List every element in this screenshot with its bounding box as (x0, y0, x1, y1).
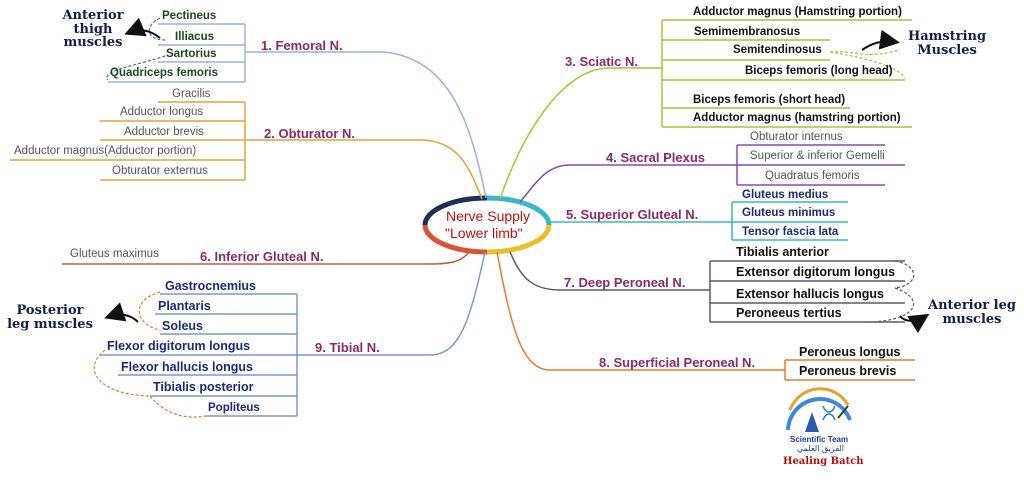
muscle-quadriceps-femoris: Quadriceps femoris (110, 67, 219, 79)
nerve-obturator: 2. Obturator N. (264, 126, 356, 141)
group-anterior-leg: Anterior leg muscles (928, 298, 1016, 327)
muscle-biceps-femoris-long: Biceps femoris (long head) (745, 65, 893, 77)
nerve-sacral-plexus: 4. Sacral Plexus (606, 150, 706, 165)
logo-team-text: Scientific Team (790, 435, 849, 444)
muscle-semitendinosus: Semitendinosus (733, 44, 822, 56)
branch-obturator (10, 101, 483, 200)
muscle-illiacus: Illiacus (175, 31, 214, 43)
muscle-biceps-femoris-short: Biceps femoris (short head) (693, 94, 846, 106)
nerve-tibial: 9. Tibial N. (315, 340, 380, 355)
muscle-gracilis: Gracilis (172, 88, 211, 100)
muscle-flexor-hallucis-longus: Flexor hallucis longus (121, 360, 253, 374)
center-title-line2: "Lower limb" (445, 225, 523, 241)
nerve-femoral: 1. Femoral N. (261, 38, 343, 53)
muscle-plantaris: Plantaris (158, 299, 211, 313)
muscle-adductor-longus: Adductor longus (120, 106, 204, 118)
muscle-semimembranosus: Semimembranosus (694, 26, 801, 38)
logo-arabic-text: الفريق العلمي (797, 444, 845, 453)
center-ring (422, 195, 552, 255)
branch-inferior-gluteal (62, 250, 471, 265)
muscle-pectineus: Pectineus (162, 10, 217, 22)
muscle-flexor-digitorum-longus: Flexor digitorum longus (107, 339, 251, 353)
muscle-peroneeus-tertius: Peroneeus tertius (736, 306, 842, 320)
branch-tibial (100, 251, 486, 417)
branch-deep-peroneal (509, 251, 905, 323)
group-hamstring: Hamstring Muscles (907, 29, 987, 58)
muscle-tibialis-posterior: Tibialis posterior (153, 380, 254, 394)
branch-femoral (108, 23, 487, 199)
logo-batch-text: Healing Batch (783, 456, 864, 467)
muscle-adductor-magnus-adductor: Adductor magnus(Adductor portion) (14, 145, 197, 157)
logo-graphic (786, 387, 852, 432)
muscle-tensor-fascia-lata: Tensor fascia lata (742, 226, 839, 238)
muscle-gemelli: Superior & inferior Gemelli (750, 150, 885, 162)
muscle-obturator-internus: Obturator internus (750, 131, 843, 143)
muscle-adductor-magnus-hamstring-2: Adductor magnus (hamstring portion) (693, 112, 901, 124)
nerve-deep-peroneal: 7. Deep Peroneal N. (564, 275, 686, 290)
muscle-extensor-hallucis-longus: Extensor hallucis longus (736, 287, 884, 301)
muscle-gluteus-medius: Gluteus medius (742, 189, 829, 201)
muscle-sartorius: Sartorius (166, 48, 217, 60)
muscle-quadratus-femoris: Quadratus femoris (765, 170, 860, 182)
muscle-peroneus-longus: Peroneus longus (799, 345, 901, 359)
nerve-inferior-gluteal: 6. Inferior Gluteal N. (200, 249, 324, 264)
muscle-popliteus: Popliteus (208, 402, 260, 414)
muscle-soleus: Soleus (162, 319, 203, 333)
group-arrows (104, 17, 930, 334)
muscle-adductor-brevis: Adductor brevis (124, 126, 204, 138)
muscle-tibialis-anterior: Tibialis anterior (736, 245, 829, 259)
group-posterior-leg: Posterior leg muscles (7, 303, 93, 332)
muscle-obturator-externus: Obturator externus (112, 165, 208, 177)
branch-superficial-peroneal (496, 251, 915, 381)
muscle-gastrocnemius: Gastrocnemius (165, 279, 257, 293)
muscle-gluteus-minimus: Gluteus minimus (742, 207, 836, 219)
branch-superior-gluteal (549, 201, 848, 241)
center-title-line1: Nerve Supply (446, 208, 531, 224)
branch-sacral (519, 144, 905, 203)
group-anterior-thigh: Anterior thigh muscles (62, 8, 124, 51)
muscle-adductor-magnus-hamstring: Adductor magnus (Hamstring portion) (693, 6, 902, 18)
muscle-gluteus-maximus: Gluteus maximus (70, 248, 159, 260)
branch-sciatic (499, 19, 912, 200)
muscle-extensor-digitorum-longus: Extensor digitorum longus (736, 265, 896, 279)
muscle-peroneus-brevis: Peroneus brevis (799, 364, 897, 378)
dashed-brackets (93, 17, 915, 418)
nerve-superior-gluteal: 5. Superior Gluteal N. (566, 207, 699, 222)
nerve-superficial-peroneal: 8. Superficial Peroneal N. (599, 355, 756, 370)
nerve-sciatic: 3. Sciatic N. (565, 54, 638, 69)
